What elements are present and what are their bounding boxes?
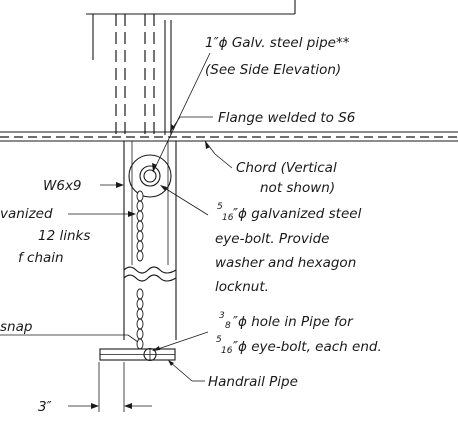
eyebolt-label-line2: eye-bolt. Provide — [215, 231, 330, 247]
break-lines — [123, 266, 177, 282]
dimension-3in-label: 3″ — [38, 399, 52, 415]
chord-beam — [0, 131, 458, 142]
w6x9-post — [123, 141, 177, 340]
flange-stub — [164, 20, 172, 135]
chain-label-line1: vanized — [0, 206, 53, 222]
pipe-label-line2: (See Side Elevation) — [205, 62, 341, 78]
snap-label: snap — [0, 319, 32, 335]
hole-fraction2-numerator: 5 — [216, 335, 222, 345]
hole-fraction2-denominator: 16 — [221, 346, 233, 356]
dimension-3in — [68, 362, 152, 412]
pipe-section — [128, 154, 172, 198]
chain-label-line3: f chain — [18, 250, 64, 266]
handrail-pipe — [99, 347, 176, 362]
hole-label-line1: ″ϕ hole in Pipe for — [233, 314, 354, 330]
chord-label-line1: Chord (Vertical — [236, 160, 337, 176]
w6x9-label: W6x9 — [43, 178, 82, 194]
eyebolt-label-line1: ″ϕ galvanized steel — [233, 206, 362, 222]
hole-fraction-numerator: 3 — [219, 311, 225, 321]
hidden-vertical-lines — [115, 14, 155, 135]
chain — [136, 190, 144, 350]
leader-lines — [0, 52, 233, 382]
pipe-label-line1: 1″ϕ Galv. steel pipe** — [205, 35, 350, 51]
eyebolt-label-line4: locknut. — [215, 279, 269, 295]
flange-label: Flange welded to S6 — [218, 110, 355, 126]
chord-label-line2: not shown) — [260, 180, 335, 196]
handrail-label: Handrail Pipe — [208, 374, 298, 390]
eyebolt-fraction-numerator: 5 — [217, 202, 223, 212]
hole-fraction-denominator: 8 — [225, 321, 231, 331]
top-plate — [86, 0, 296, 60]
hole-label-line2: ″ϕ eye-bolt, each end. — [233, 339, 382, 355]
chain-label-line2: 12 links — [38, 228, 90, 244]
eyebolt-fraction-denominator: 16 — [222, 213, 234, 223]
eyebolt-label-line3: washer and hexagon — [215, 255, 356, 271]
